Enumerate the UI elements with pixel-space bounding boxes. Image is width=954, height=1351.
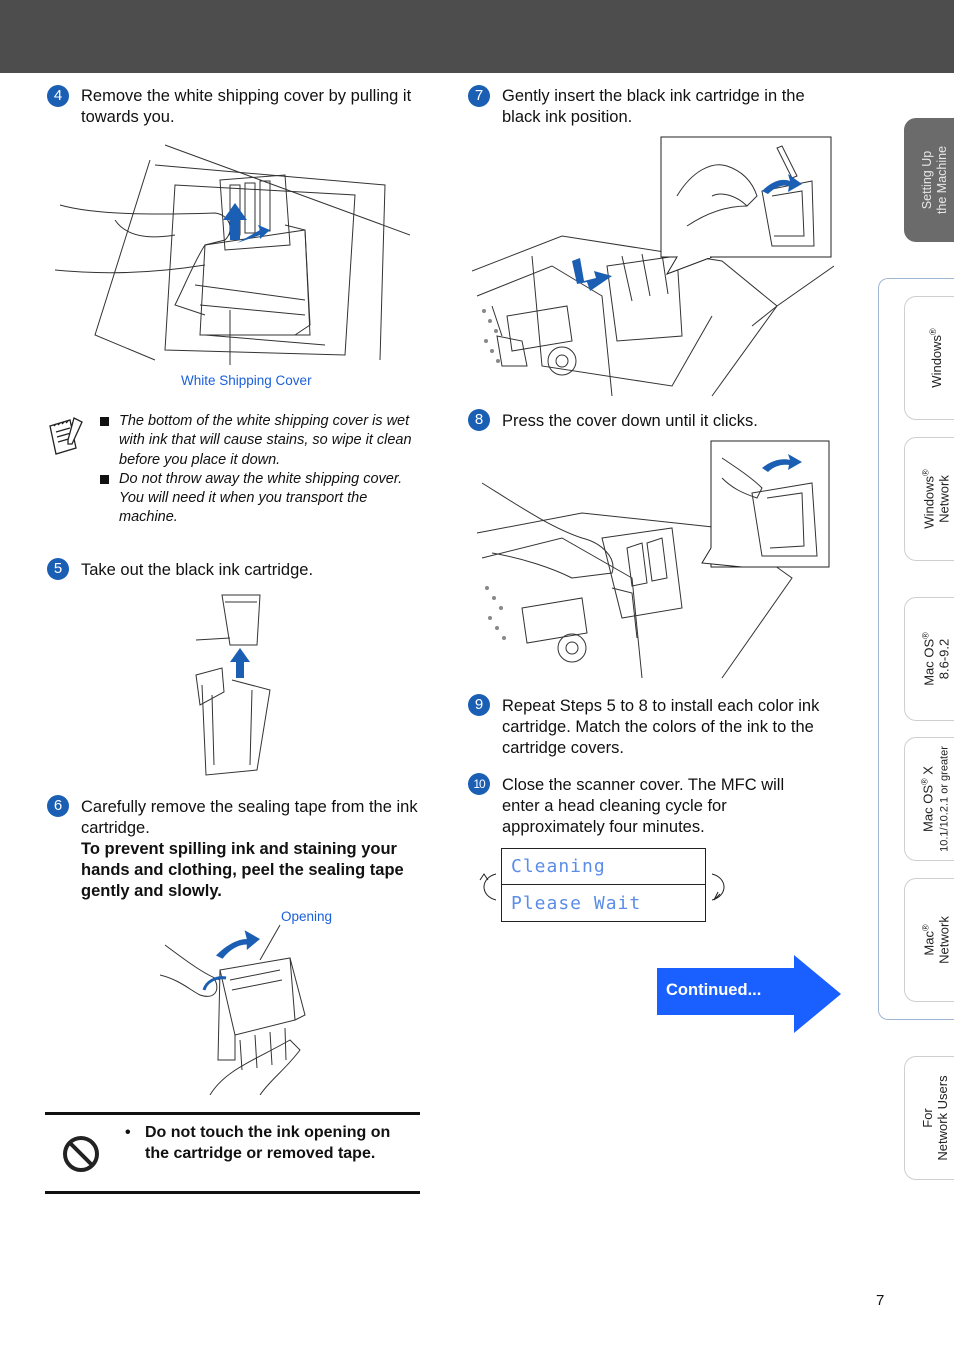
tab-windows[interactable]: Windows®	[904, 296, 954, 420]
press-cover-illustration	[476, 440, 830, 679]
note-item-text: Do not throw away the white shipping cov…	[119, 470, 403, 526]
lcd-cycle-arrows	[479, 873, 725, 901]
step-text: Take out the black ink cartridge.	[81, 561, 314, 579]
step-text-bold: To prevent spilling ink and staining you…	[81, 840, 404, 900]
warning-box	[45, 1112, 420, 1194]
os-tab-group	[878, 278, 954, 1020]
step-text: Remove the white shipping cover by pulli…	[81, 87, 412, 126]
note-item: Do not throw away the white shipping cov…	[100, 470, 420, 528]
step-text: Carefully remove the sealing tape from t…	[81, 797, 421, 902]
lcd-line-2: Please Wait	[511, 893, 642, 914]
warning-text: • Do not touch the ink opening on the ca…	[125, 1122, 417, 1164]
tab-label: Mac OS®8.6-9.2	[919, 632, 952, 686]
warning-text-body: Do not touch the ink opening on the cart…	[145, 1124, 391, 1162]
step-number: 7	[468, 85, 490, 107]
tab-mac-os-8[interactable]: Mac OS®8.6-9.2	[904, 597, 954, 721]
tab-label: Mac®Network	[919, 916, 952, 964]
step-number: 9	[468, 694, 490, 716]
continued-arrow[interactable]	[657, 955, 841, 1033]
step-text: Close the scanner cover. The MFC will en…	[502, 776, 785, 836]
prohibited-icon	[63, 1136, 99, 1172]
sealing-tape-illustration	[160, 924, 306, 1095]
step-text: Repeat Steps 5 to 8 to install each colo…	[502, 697, 820, 757]
note-list: The bottom of the white shipping cover i…	[100, 412, 420, 528]
lcd-line-1: Cleaning	[502, 849, 705, 885]
step-number: 8	[468, 409, 490, 431]
step-number: 6	[47, 795, 69, 817]
tab-label: Windows®	[927, 328, 944, 388]
take-out-cartridge-illustration	[195, 594, 271, 776]
remove-shipping-cover-illustration	[55, 144, 410, 365]
step-number: 5	[47, 558, 69, 580]
note-item-text: The bottom of the white shipping cover i…	[119, 413, 412, 468]
insert-cartridge-illustration	[472, 136, 834, 397]
note-item: The bottom of the white shipping cover i…	[100, 412, 420, 470]
caption-white-shipping-cover: White Shipping Cover	[181, 373, 312, 388]
note-icon	[49, 417, 83, 455]
tab-windows-network[interactable]: Windows®Network	[904, 437, 954, 561]
caption-opening: Opening	[281, 909, 333, 924]
step-number: 10	[468, 773, 490, 795]
warning-bullet: •	[125, 1124, 131, 1141]
tab-label: Windows®Network	[919, 469, 952, 529]
step-text: Press the cover down until it clicks.	[502, 412, 758, 430]
page-number: 7	[876, 1292, 885, 1309]
continued-label[interactable]: Continued...	[666, 981, 762, 999]
step-number: 4	[47, 85, 69, 107]
step-text: Gently insert the black ink cartridge in…	[502, 87, 805, 126]
step-text-regular: Carefully remove the sealing tape from t…	[81, 798, 418, 837]
lcd-display: Cleaning Please Wait	[501, 848, 706, 922]
tab-mac-network[interactable]: Mac®Network	[904, 878, 954, 1002]
header-bar	[0, 0, 954, 73]
